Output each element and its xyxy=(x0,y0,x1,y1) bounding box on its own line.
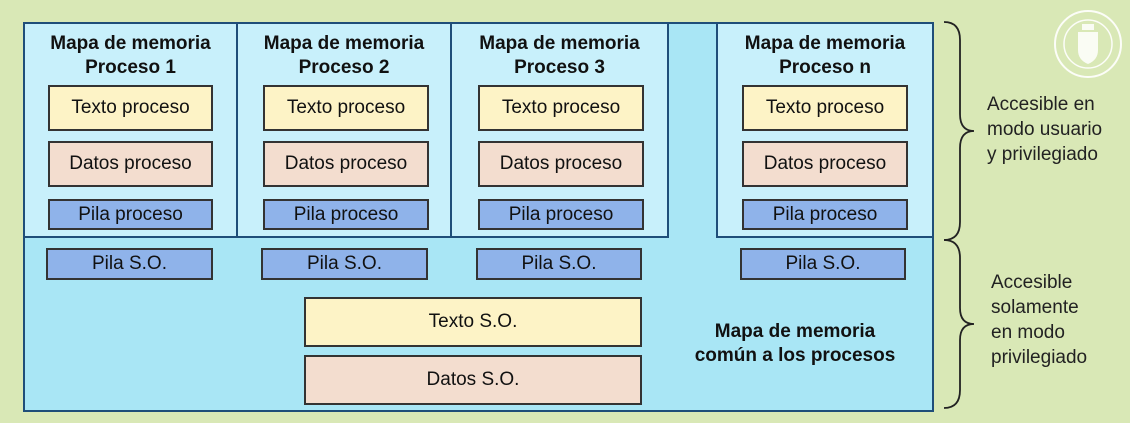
privileged-mode-brace xyxy=(943,239,975,409)
process-3-pila: Pila proceso xyxy=(478,199,644,230)
process-n-texto: Texto proceso xyxy=(742,85,908,131)
process-1-texto: Texto proceso xyxy=(48,85,213,131)
process-2-texto: Texto proceso xyxy=(263,85,429,131)
process-3-map: Mapa de memoria Proceso 3 Texto proceso … xyxy=(450,22,669,238)
pila-so-2: Pila S.O. xyxy=(261,248,428,280)
process-3-datos: Datos proceso xyxy=(478,141,644,187)
process-1-pila: Pila proceso xyxy=(48,199,213,230)
process-2-title: Mapa de memoria Proceso 2 xyxy=(263,33,425,78)
process-n-datos: Datos proceso xyxy=(742,141,908,187)
process-n-pila: Pila proceso xyxy=(742,199,908,230)
university-seal-icon xyxy=(1054,10,1122,78)
process-1-datos: Datos proceso xyxy=(48,141,213,187)
shared-map-title: Mapa de memoria común a los procesos xyxy=(694,321,896,366)
pila-so-n: Pila S.O. xyxy=(740,248,906,280)
privileged-mode-label: Accesible solamente en modo privilegiado xyxy=(991,272,1088,368)
datos-so: Datos S.O. xyxy=(304,355,642,405)
process-2-datos: Datos proceso xyxy=(263,141,429,187)
user-mode-label: Accesible en modo usuario y privilegiado xyxy=(987,94,1103,165)
process-n-title: Mapa de memoria Proceso n xyxy=(744,33,906,78)
pila-so-1: Pila S.O. xyxy=(46,248,213,280)
process-2-pila: Pila proceso xyxy=(263,199,429,230)
process-3-title: Mapa de memoria Proceso 3 xyxy=(479,33,640,78)
process-3-texto: Texto proceso xyxy=(478,85,644,131)
process-n-map: Mapa de memoria Proceso n Texto proceso … xyxy=(716,22,934,238)
process-1-title: Mapa de memoria Proceso 1 xyxy=(50,33,211,78)
process-2-map: Mapa de memoria Proceso 2 Texto proceso … xyxy=(236,22,452,238)
process-1-map: Mapa de memoria Proceso 1 Texto proceso … xyxy=(23,22,238,238)
pila-so-3: Pila S.O. xyxy=(476,248,642,280)
texto-so: Texto S.O. xyxy=(304,297,642,347)
user-mode-brace xyxy=(943,21,975,241)
